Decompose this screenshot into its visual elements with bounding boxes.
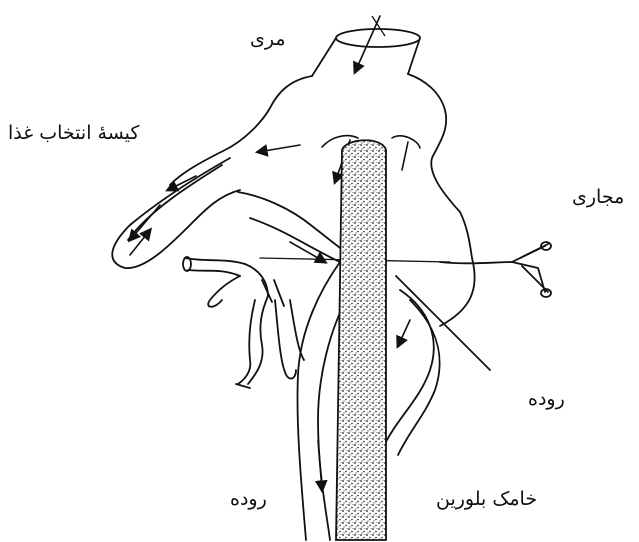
label-esophagus: مری xyxy=(250,30,286,49)
flow-arrows xyxy=(130,16,450,490)
label-crystalline-style: خامک بلورین xyxy=(436,490,537,509)
sorting-sac xyxy=(112,158,358,268)
label-food-sorting-sac: کیسهٔ انتخاب غذا xyxy=(8,124,139,143)
right-ducts xyxy=(440,242,551,326)
esophagus-tube xyxy=(312,29,420,76)
left-ducts xyxy=(183,257,304,388)
crystalline-style-rod xyxy=(336,140,386,540)
label-intestine-bottom: روده xyxy=(230,490,267,509)
label-ducts: مجاری xyxy=(572,188,624,207)
label-intestine-right: روده xyxy=(528,390,565,409)
